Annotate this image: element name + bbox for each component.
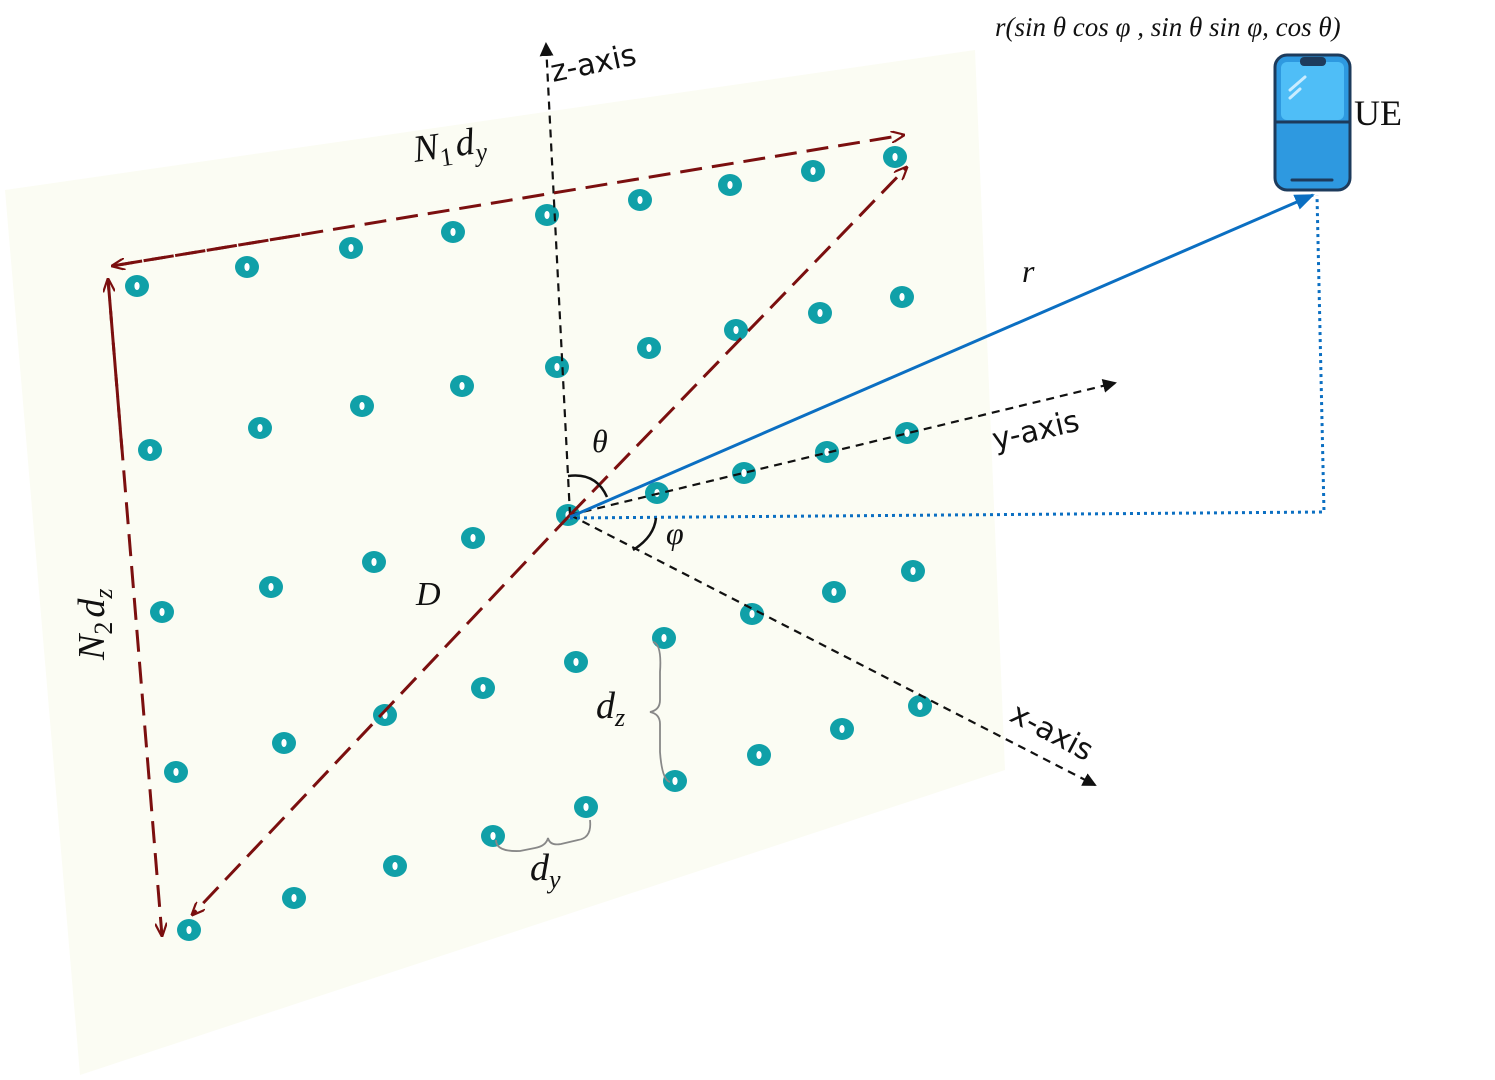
y-axis-line [569,379,1117,517]
antenna-element-center [554,363,560,371]
antenna-element-center [741,469,747,477]
diagonal-lower-arrow [192,513,572,915]
y-axis-label: y-axis [989,404,1083,458]
antenna-element-center [490,832,496,840]
antenna-element-center [824,448,830,456]
antenna-element-center [810,167,816,175]
dy-brace [495,819,592,852]
theta-arc [567,474,609,498]
antenna-element-center [450,228,456,236]
antenna-element-center [348,244,354,252]
array-plane [5,50,1005,1075]
antenna-element-center [268,583,274,591]
antenna-grid [125,146,932,941]
theta-label: θ [592,423,608,459]
dz-brace [649,641,671,783]
antenna-element-center [573,658,579,666]
smartphone-icon [1273,53,1352,192]
antenna-element-center [186,926,192,934]
antenna-element-center [727,181,733,189]
phi-arc [632,517,658,552]
ue-coordinates: r(sin θ cos φ , sin θ sin φ, cos θ) [995,12,1341,42]
antenna-element-center [904,429,910,437]
antenna-element-center [583,803,589,811]
height-label: N2dz [71,589,118,661]
antenna-element-center [470,534,476,542]
diagonal-upper-arrow [568,167,907,517]
antenna-element-center [147,446,153,454]
antenna-element-center [756,751,762,759]
antenna-element-center [371,558,377,566]
antenna-element-center [480,684,486,692]
x-axis-label: x-axis [1004,696,1099,769]
x-axis-line [569,514,1097,786]
z-axis-label: z-axis [547,38,639,90]
height-dimension-arrow [106,278,162,936]
dy-label: dy [530,847,561,894]
antenna-element-center [917,702,923,710]
antenna-element-center [244,263,250,271]
ue-label: UE [1354,93,1402,133]
z-axis-line [539,42,572,516]
antenna-element-center [359,402,365,410]
ue-ray [569,193,1315,519]
antenna-element-center [544,211,550,219]
phi-label: φ [666,515,684,551]
antenna-element-center [733,326,739,334]
r-label: r [1022,253,1035,289]
antenna-element-center [749,610,755,618]
antenna-element-center [291,894,297,902]
antenna-element-center [392,862,398,870]
antenna-element-center [672,777,678,785]
antenna-element-center [892,153,898,161]
antenna-element-center [159,608,165,616]
antenna-element-center [817,309,823,317]
antenna-element-center [899,293,905,301]
width-dimension-arrow [111,135,904,268]
antenna-element-center [910,567,916,575]
antenna-element-center [661,634,667,642]
dz-label: dz [596,685,625,732]
width-label: N1dy [409,119,489,176]
antenna-element-center [646,344,652,352]
antenna-element-center [281,739,287,747]
antenna-element-center [637,196,643,204]
antenna-element-center [257,424,263,432]
antenna-element-center [134,282,140,290]
antenna-element-center [839,725,845,733]
antenna-element-center [173,768,179,776]
height-dimension-arrowhead-start [108,279,124,451]
antenna-element-center [831,588,837,596]
antenna-element-center [459,382,465,390]
diagonal-label: D [415,576,441,613]
